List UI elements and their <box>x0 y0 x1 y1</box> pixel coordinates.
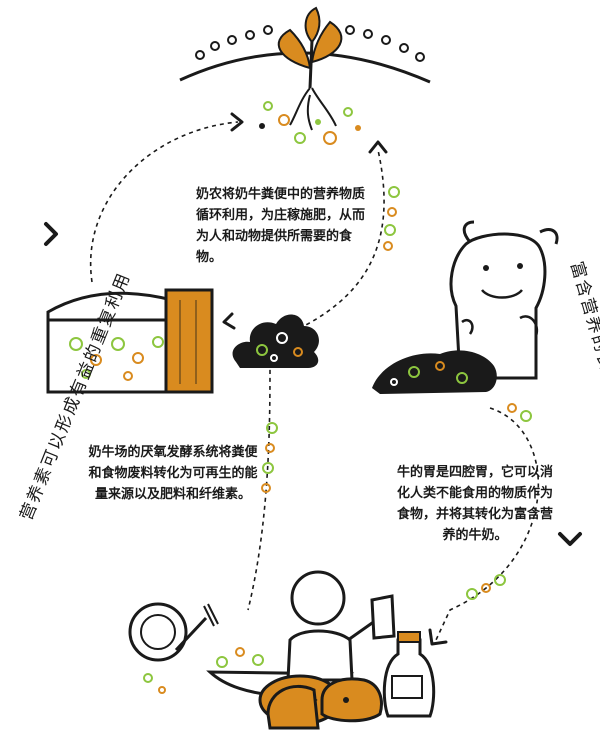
milk-jug-icon <box>382 631 436 718</box>
cow-icon <box>372 220 559 394</box>
digester-icon <box>46 288 214 394</box>
cow-stomach-caption: 牛的胃是四腔胃，它可以消化人类不能食用的物质作为食物，并将其转化为富含营养的牛奶… <box>396 465 553 543</box>
farm-cycle-caption: 奶农将奶牛粪便中的营养物质循环利用，为庄稼施肥，从而为人和动物提供所需要的食物。 <box>196 187 366 265</box>
sprout-icon <box>179 6 431 145</box>
person-icon <box>286 570 396 682</box>
digester-caption: 奶牛场的厌氧发酵系统将粪便和食物废料转化为可再生的能量来源以及肥料和纤维素。 <box>88 445 258 502</box>
cheese-icon <box>258 674 383 730</box>
manure-pile-icon <box>232 314 319 368</box>
